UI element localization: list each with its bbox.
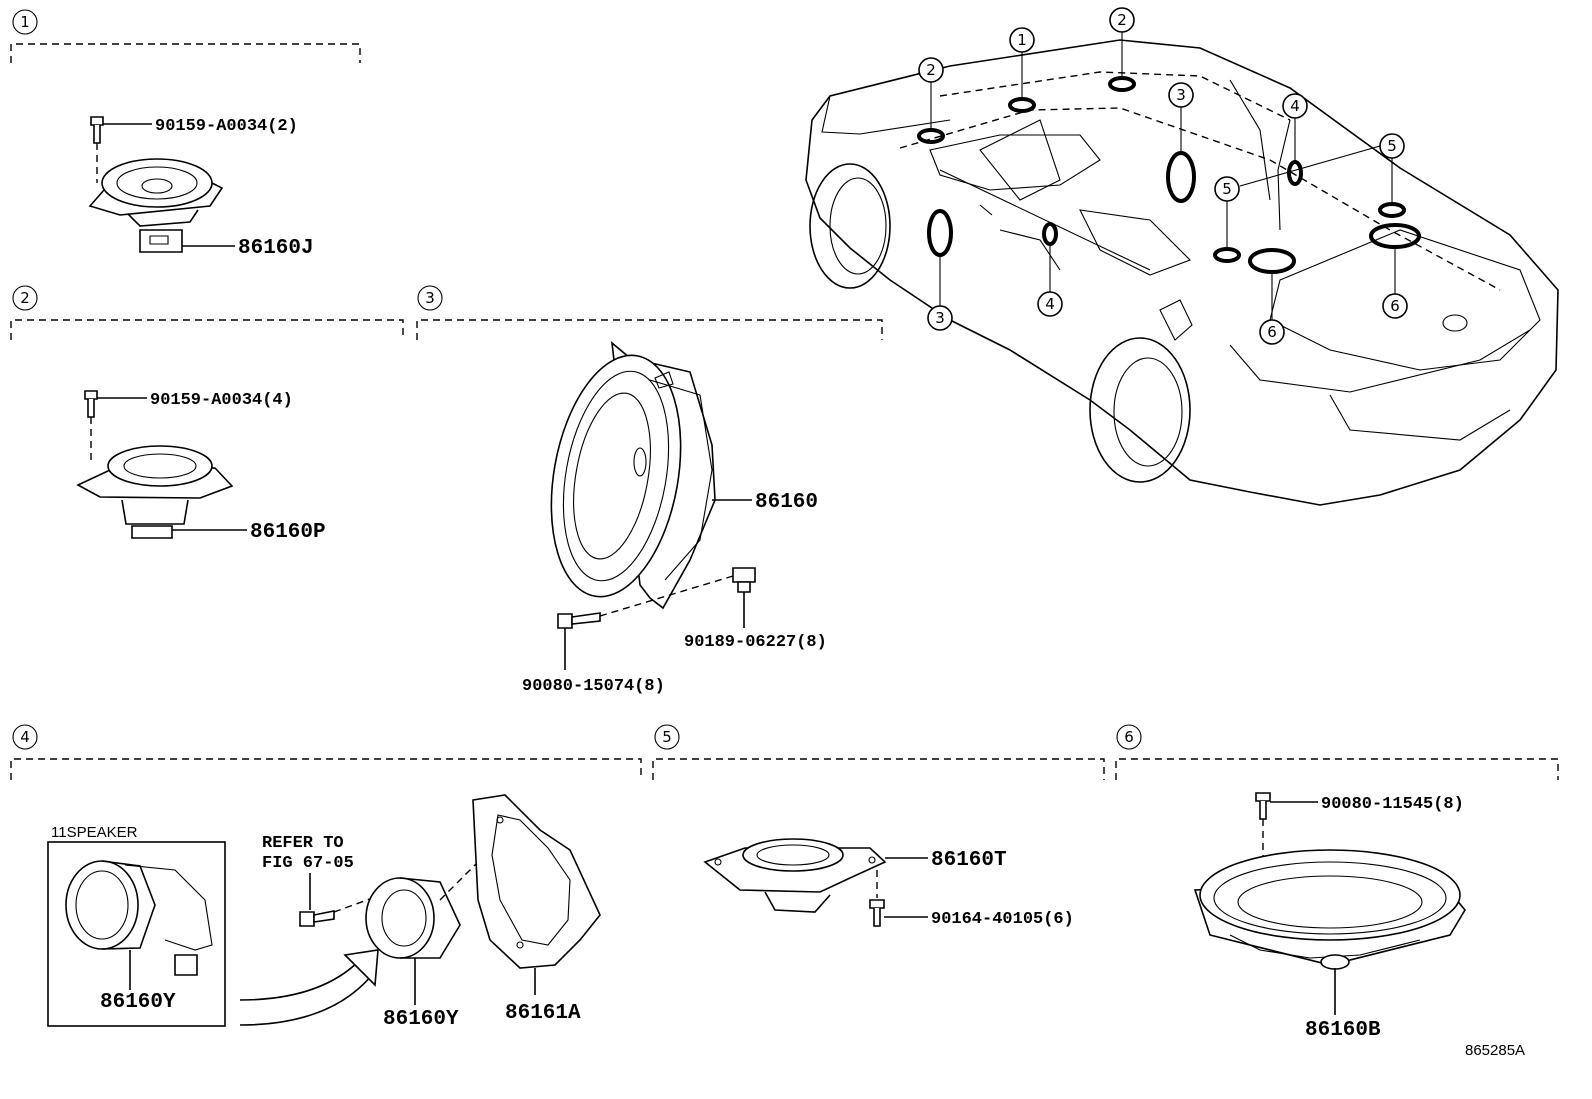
vehicle-illustration: 1 2 2 3 3 4 4 5 5 6 6 — [805, 7, 1559, 506]
car-callout-5b: 5 — [1222, 180, 1232, 198]
section-5: 5 86160T 90164-40105(6) — [652, 724, 1105, 929]
section-6: 6 90080-11545(8) 86160B — [1115, 724, 1559, 1042]
refer-to-text: REFER TO — [262, 834, 344, 853]
car-callout-6a: 6 — [1267, 323, 1277, 341]
part-90080-15074-8: 90080-15074(8) — [522, 677, 665, 696]
bolt-icon — [84, 390, 98, 465]
part-90159-a0034-4: 90159-A0034(4) — [150, 391, 293, 410]
speaker-86160t — [703, 838, 887, 913]
part-86160t: 86160T — [931, 849, 1007, 872]
bolt-icon — [90, 116, 104, 183]
part-90080-11545-8: 90080-11545(8) — [1321, 795, 1464, 814]
speaker-86160y-inset — [65, 860, 213, 976]
section-3: 3 86160 90189-06227(8) 90080-15074(8) — [416, 285, 883, 696]
arrow-icon — [239, 959, 361, 1001]
car-callout-3b: 3 — [935, 309, 945, 327]
section-4-callout: 4 — [20, 728, 30, 746]
car-callout-5a: 5 — [1387, 137, 1397, 155]
section-3-callout: 3 — [425, 289, 435, 307]
section-5-callout: 5 — [662, 728, 672, 746]
woofer-speaker-86160 — [550, 341, 716, 610]
section-1: 1 90159-A0034(2) 86160J — [10, 9, 361, 260]
section-2: 2 90159-A0034(4) 86160P — [10, 285, 404, 544]
part-90159-a0034-2: 90159-A0034(2) — [155, 117, 298, 136]
car-callout-6b: 6 — [1390, 297, 1400, 315]
inset-box-11speaker — [47, 841, 226, 1027]
part-86160y: 86160Y — [383, 1008, 459, 1031]
car-callout-2b: 2 — [926, 61, 936, 79]
speaker-86160y — [365, 877, 461, 959]
diagram-code: 865285A — [1465, 1042, 1525, 1059]
speaker-86160p — [76, 445, 234, 539]
screw-icon — [557, 612, 601, 629]
part-90189-06227-8: 90189-06227(8) — [684, 633, 827, 652]
part-86160y-inset: 86160Y — [100, 991, 176, 1014]
bolt-icon — [1255, 792, 1271, 865]
refer-fig-text: FIG 67-05 — [262, 854, 354, 873]
inset-title-11speaker: 11SPEAKER — [51, 824, 138, 841]
clip-icon — [732, 567, 756, 593]
speaker-86160b — [1193, 849, 1466, 970]
part-86160b: 86160B — [1305, 1019, 1381, 1042]
car-callout-2a: 2 — [1117, 11, 1127, 29]
part-86160: 86160 — [755, 491, 818, 514]
part-86161a: 86161A — [505, 1002, 581, 1025]
tweeter-speaker-86160j — [88, 158, 224, 253]
car-callout-4a: 4 — [1290, 97, 1300, 115]
screw-icon — [299, 910, 335, 927]
bolt-icon — [869, 899, 885, 927]
car-callout-4b: 4 — [1045, 295, 1055, 313]
section-2-callout: 2 — [20, 289, 30, 307]
part-86160j: 86160J — [238, 237, 314, 260]
section-1-callout: 1 — [20, 13, 30, 31]
section-4: 4 11SPEAKER 86160Y REFER TO FIG 67-05 — [10, 724, 642, 1031]
car-callout-1: 1 — [1017, 31, 1027, 49]
car-callout-3a: 3 — [1176, 86, 1186, 104]
bracket-86161a — [472, 794, 601, 969]
part-86160p: 86160P — [250, 521, 326, 544]
section-6-callout: 6 — [1124, 728, 1134, 746]
part-90164-40105-6: 90164-40105(6) — [931, 910, 1074, 929]
